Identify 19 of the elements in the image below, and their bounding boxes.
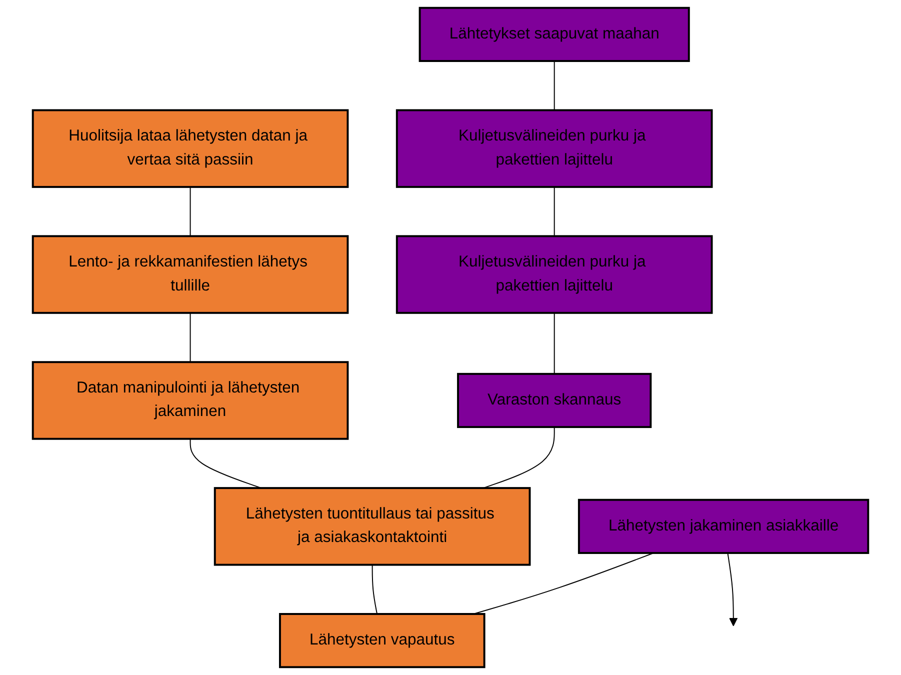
connector xyxy=(190,438,262,489)
node-box: Lähetysten vapautus xyxy=(279,613,486,668)
node-box: Datan manipulointi ja lähetysten jakaminen xyxy=(32,361,349,440)
node-box: Kuljetusvälineiden purku ja pakettien lajittelu xyxy=(396,109,713,188)
node-box: Lähtetykset saapuvat maahan xyxy=(418,6,690,62)
connector xyxy=(554,186,555,237)
arrow xyxy=(727,552,738,626)
connector xyxy=(372,564,378,614)
node-box: Kuljetusvälineiden purku ja pakettien lajittelu xyxy=(396,235,713,314)
connector xyxy=(190,312,191,363)
connector xyxy=(190,186,191,237)
connector xyxy=(482,426,555,489)
node-box: Lento- ja rekkamanifestien lähetys tullille xyxy=(32,235,349,314)
connector xyxy=(554,312,555,374)
node-box: Lähetysten jakaminen asiakkaille xyxy=(578,498,870,554)
node-box: Lähetysten tuontitullaus tai passitus ja asiakaskontaktointi xyxy=(214,487,531,566)
connector xyxy=(554,60,555,111)
node-box: Huolitsija lataa lähetysten datan ja vertaa sitä passiin xyxy=(32,109,349,188)
node-box: Varaston skannaus xyxy=(457,372,652,428)
